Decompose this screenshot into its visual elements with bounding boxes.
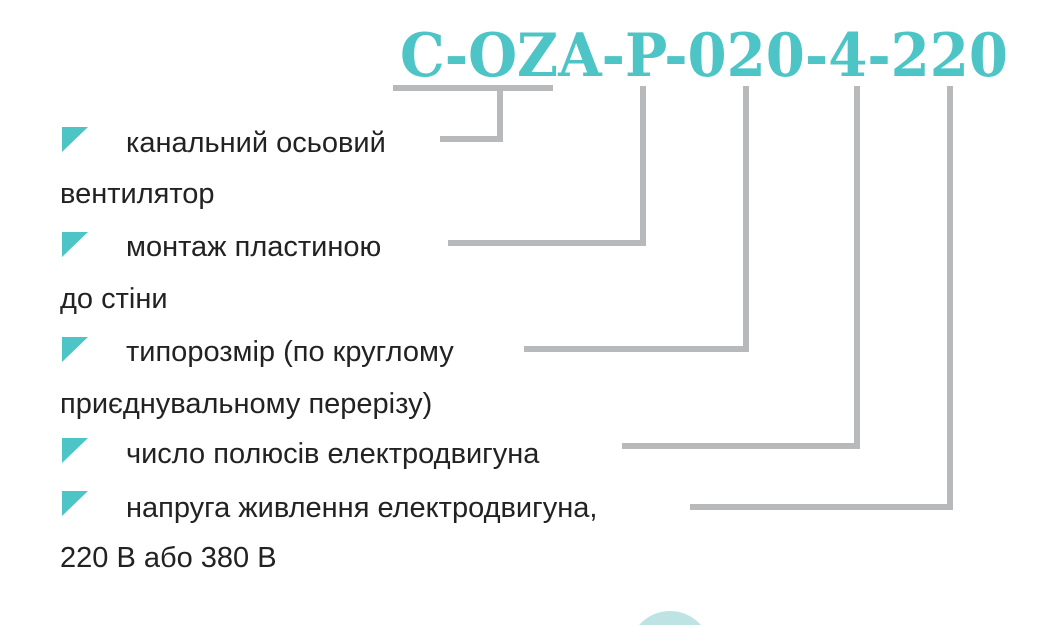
item-5-line1: напруга живлення електродвигуна, [126, 492, 597, 524]
connector-lines [393, 85, 953, 510]
decorative-circle [639, 610, 701, 625]
connector-size [524, 86, 749, 352]
item-1-line2: вентилятор [60, 178, 215, 210]
item-3-line2: приєднувальному перерізу) [60, 388, 432, 420]
item-1-line1: канальний осьовий [126, 127, 386, 159]
connector-type [393, 85, 553, 142]
item-2-line2: до стіни [60, 283, 168, 315]
bullet-marker-icon [62, 491, 88, 516]
item-2-line1: монтаж пластиною [126, 231, 381, 263]
item-5-line2: 220 В або 380 В [60, 542, 277, 574]
bullet-marker-icon [62, 438, 88, 463]
bullet-marker-icon [62, 127, 88, 152]
bullet-marker-icon [62, 337, 88, 362]
bullet-marker-icon [62, 232, 88, 257]
connector-voltage [690, 86, 953, 510]
model-code: C-OZA-P-020-4-220 [400, 21, 1008, 91]
connector-mount [448, 86, 646, 246]
item-4-line1: число полюсів електродвигуна [126, 438, 540, 470]
item-3-line1: типорозмір (по круглому [126, 336, 454, 368]
connector-poles [622, 86, 860, 449]
